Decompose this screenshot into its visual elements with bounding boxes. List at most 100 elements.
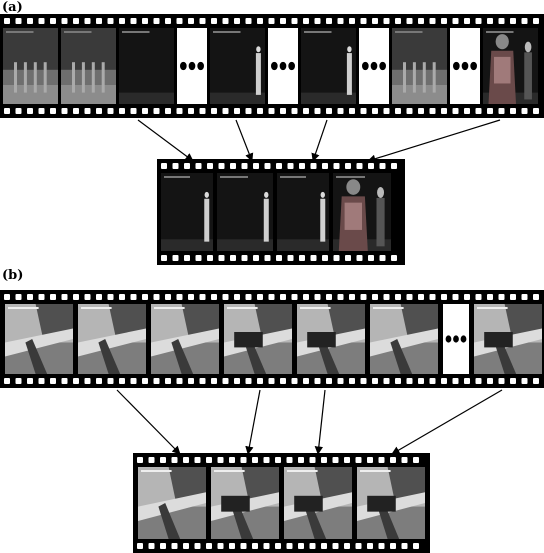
perforation — [142, 18, 148, 24]
perforation — [137, 457, 143, 463]
perforation — [264, 255, 271, 261]
perforation — [188, 108, 194, 114]
perforation — [337, 378, 344, 384]
perforation — [234, 108, 240, 114]
perforation — [521, 294, 528, 300]
perforation — [27, 18, 33, 24]
perforation — [383, 378, 390, 384]
perforation — [418, 18, 424, 24]
perforation — [345, 255, 351, 261]
video-frame — [217, 173, 273, 251]
perforation — [475, 378, 482, 384]
perforation — [96, 18, 102, 24]
ellipsis-icon — [443, 304, 469, 374]
perforation — [418, 108, 424, 114]
perforation — [234, 18, 240, 24]
arrow-icon — [314, 389, 326, 455]
perforation — [395, 294, 401, 300]
video-frame — [301, 28, 356, 104]
perforation — [487, 18, 493, 24]
video-frame — [161, 173, 213, 251]
perforation — [332, 457, 339, 463]
arrow-icon — [235, 119, 254, 162]
video-frame — [284, 467, 352, 539]
ellipsis-dot-icon — [445, 335, 452, 343]
perforation — [15, 18, 22, 24]
perforation — [171, 457, 178, 463]
perforation — [372, 18, 378, 24]
perforation — [360, 18, 367, 24]
perforation — [406, 378, 413, 384]
perforation — [119, 378, 125, 384]
perforation — [234, 378, 240, 384]
perforation — [206, 543, 212, 549]
arrow-icon — [137, 119, 194, 162]
perforation — [119, 294, 125, 300]
perforation — [218, 163, 225, 169]
perforation — [275, 543, 281, 549]
ellipsis-icon — [177, 28, 207, 104]
perforation — [337, 294, 344, 300]
perforation — [207, 255, 213, 261]
perforation — [96, 108, 102, 114]
ellipsis-dot-icon — [271, 61, 278, 71]
video-frame — [119, 28, 174, 104]
ellipsis-dot-icon — [197, 61, 205, 71]
perforation — [263, 457, 270, 463]
perforation — [268, 378, 275, 384]
perforation — [464, 294, 470, 300]
perforation — [326, 108, 332, 114]
perforation — [130, 294, 137, 300]
perforation — [413, 543, 419, 549]
object-box — [484, 332, 513, 348]
perforation — [475, 18, 482, 24]
perforation — [50, 294, 56, 300]
perforation — [475, 294, 482, 300]
perforation — [303, 378, 309, 384]
perforation — [510, 378, 516, 384]
video-frame — [151, 304, 219, 374]
perforation — [172, 163, 179, 169]
perforation — [379, 255, 386, 261]
ellipsis-dot-icon — [188, 61, 196, 71]
perforation — [322, 163, 328, 169]
perforation — [119, 108, 125, 114]
video-frame — [210, 28, 265, 104]
arrow-icon — [245, 389, 261, 455]
perforation — [161, 255, 167, 261]
perforation — [268, 108, 275, 114]
arrow-icon — [116, 389, 181, 455]
perforation — [107, 378, 114, 384]
perforation — [441, 18, 447, 24]
perforation — [345, 163, 351, 169]
perforation — [222, 378, 229, 384]
perforation — [188, 18, 194, 24]
perforation — [211, 294, 217, 300]
perforation — [429, 18, 436, 24]
panel-a-keyframe-strip — [157, 159, 405, 265]
perforation — [176, 18, 183, 24]
perforation — [263, 543, 270, 549]
perforation — [487, 378, 493, 384]
perforation — [142, 294, 148, 300]
perforation — [183, 457, 189, 463]
perforation — [464, 378, 470, 384]
perforation — [332, 543, 339, 549]
perforation — [391, 255, 397, 261]
perforation — [487, 108, 493, 114]
perforation — [314, 18, 321, 24]
perforation — [291, 294, 298, 300]
perforation — [234, 294, 240, 300]
perforation — [240, 543, 247, 549]
perforation — [510, 294, 516, 300]
panel-b-film-strip — [0, 290, 544, 388]
video-frame — [297, 304, 365, 374]
perforation — [533, 378, 539, 384]
perforation — [165, 294, 171, 300]
ellipsis-dot-icon — [370, 61, 378, 71]
perforation — [441, 294, 447, 300]
perforation — [4, 108, 10, 114]
perforation — [183, 543, 189, 549]
perforation — [299, 255, 305, 261]
